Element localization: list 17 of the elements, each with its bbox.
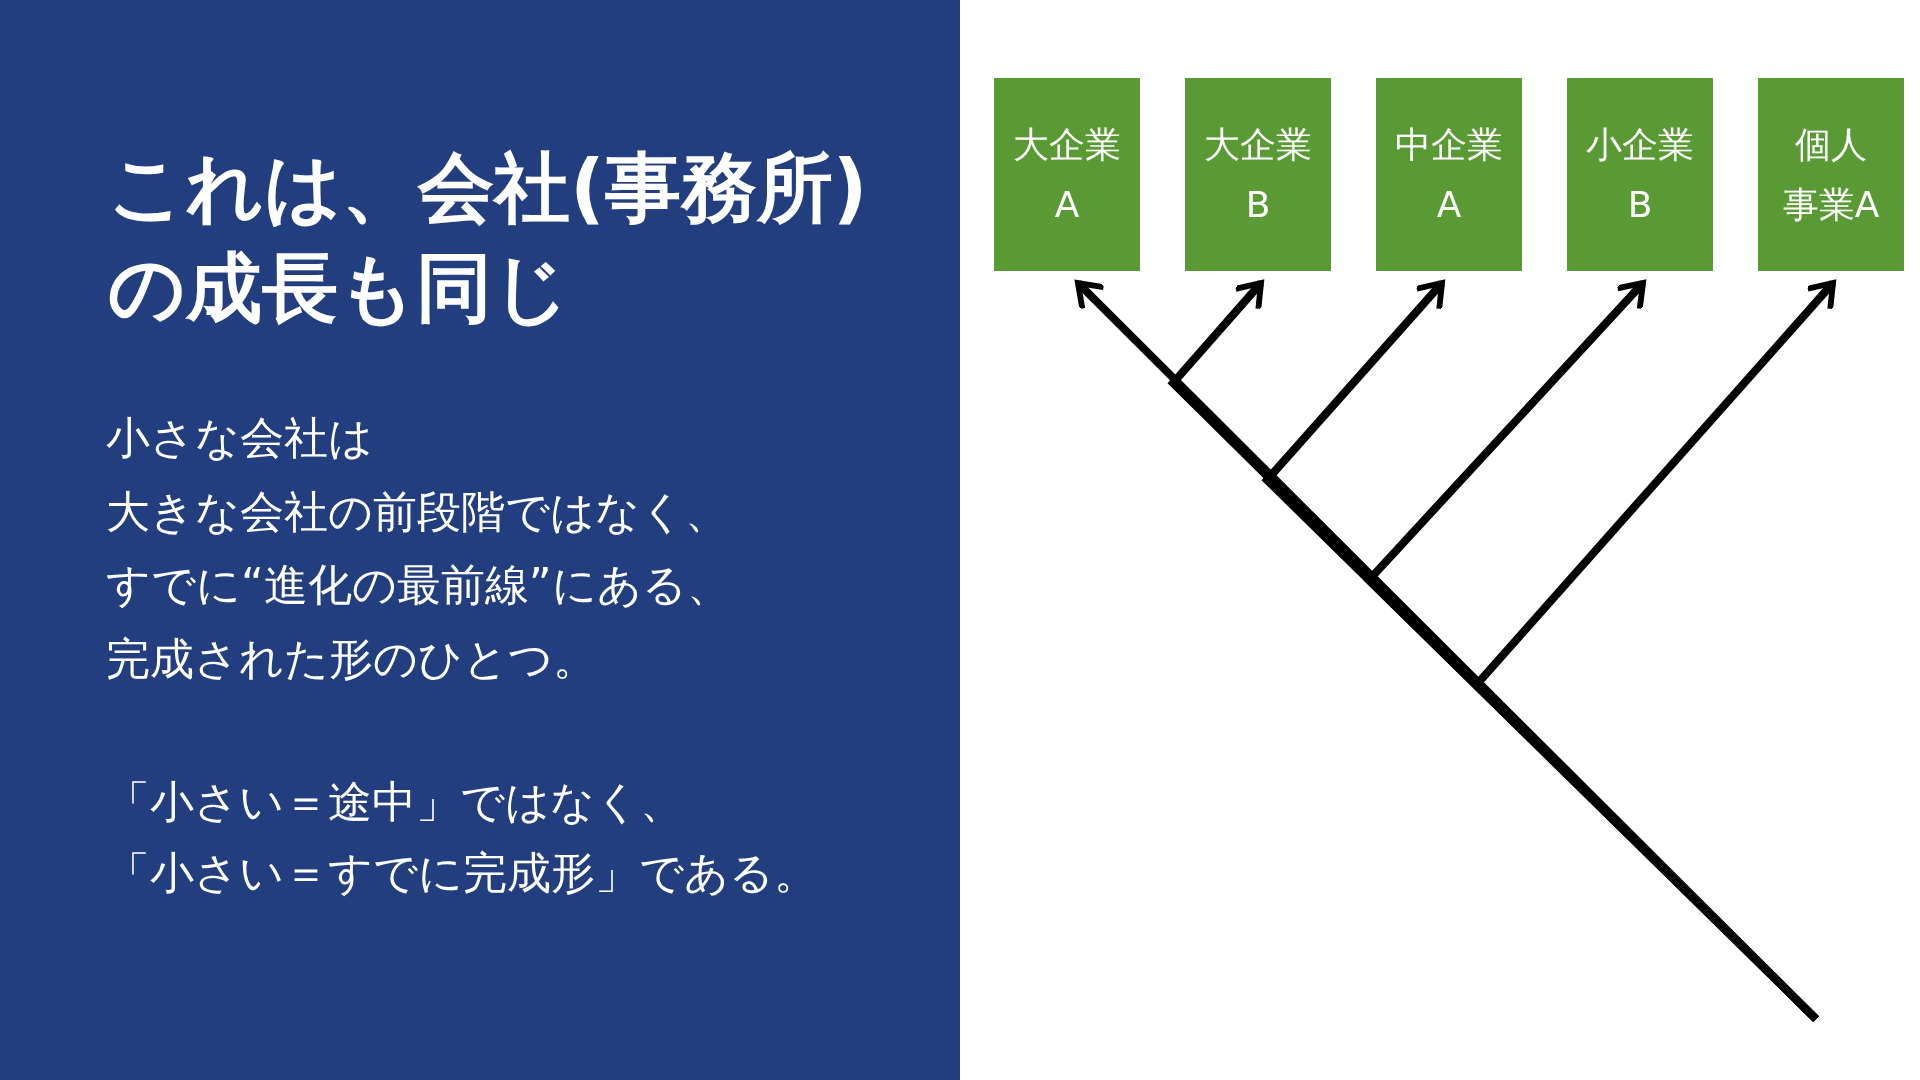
- body-text: 「小さい＝途中」ではなく、: [106, 775, 684, 829]
- box-label: 大企業A: [1012, 122, 1122, 227]
- body-text: 大きな会社の前段階ではなく、: [106, 485, 729, 539]
- box-label: 個人事業A: [1781, 122, 1881, 227]
- body-text: 「小さい＝すでに完成形」である。: [106, 846, 818, 900]
- slide-title: これは、会社(事務所)の成長も同じ: [108, 142, 869, 334]
- box-label: 大企業B: [1203, 122, 1313, 227]
- company-box: [994, 78, 1140, 271]
- company-box: [1567, 78, 1713, 271]
- box-label: 中企業A: [1394, 122, 1504, 227]
- body-text: 完成された形のひとつ。: [106, 632, 597, 686]
- body-text: 小さな会社は: [106, 411, 373, 465]
- company-box: [1376, 78, 1522, 271]
- company-box: [1185, 78, 1331, 271]
- body-text: すでに“進化の最前線”にある、: [106, 558, 731, 612]
- company-box: [1758, 78, 1904, 271]
- box-label: 小企業B: [1585, 122, 1695, 227]
